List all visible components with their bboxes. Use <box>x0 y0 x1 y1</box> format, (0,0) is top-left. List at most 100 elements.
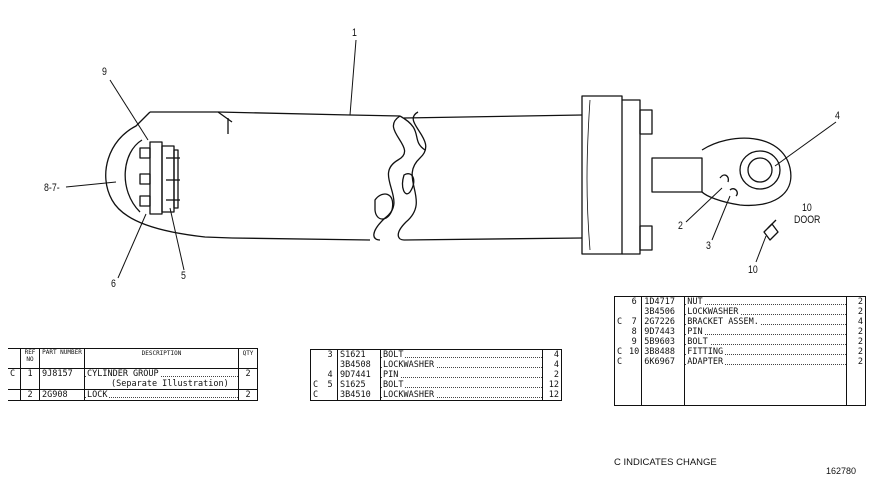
ref-number: 4 <box>323 370 338 380</box>
change-legend: C INDICATES CHANGE <box>614 457 717 468</box>
description: FITTING <box>684 347 847 357</box>
quantity: 2 <box>857 297 863 307</box>
part-number <box>39 379 85 390</box>
description: LOCKWASHER <box>380 390 543 401</box>
description: PIN <box>684 327 847 337</box>
quantity: 12 <box>548 390 559 400</box>
header-part: PART NUMBER <box>39 348 85 369</box>
description: BOLT <box>380 349 543 360</box>
part-number: 5B9603 <box>641 337 686 347</box>
part-number: 3B4506 <box>641 307 686 317</box>
quantity: 2 <box>857 357 863 367</box>
part-number: 9J8157 <box>39 368 85 379</box>
change-mark <box>615 327 628 337</box>
ref-number <box>627 307 643 317</box>
ref-number <box>20 379 40 390</box>
ref-number: 6 <box>627 296 643 307</box>
description: BOLT <box>380 380 543 390</box>
parts-table-left: REF NO PART NUMBER DESCRIPTION QTY C 1 9… <box>8 348 258 401</box>
change-mark <box>615 307 628 317</box>
ref-number: 8 <box>627 327 643 337</box>
quantity: 2 <box>857 347 863 357</box>
ref-number: 3 <box>323 349 338 360</box>
grease-fitting <box>763 219 779 241</box>
piston-rod-eye <box>651 137 792 207</box>
table-row: C 1 9J8157 CYLINDER GROUP 2 <box>8 368 258 379</box>
callout-10: 10 <box>748 264 758 276</box>
ref-number: 10 <box>627 347 643 357</box>
cylinder-drawing <box>65 39 837 279</box>
change-mark <box>615 337 628 347</box>
leader-lines <box>65 39 837 279</box>
change-mark <box>8 379 21 390</box>
table-row: 2 2G908 LOCK 2 <box>8 389 258 401</box>
change-mark: C <box>313 380 319 390</box>
description: NUT <box>684 296 847 307</box>
table-row: 9 5B9603 BOLT 2 <box>615 337 866 347</box>
callout-1: 1 <box>352 27 357 39</box>
part-number: 2G908 <box>39 389 85 401</box>
description: BOLT <box>684 337 847 347</box>
part-number: 3B4510 <box>337 390 381 401</box>
table-row: 4 9D7441 PIN 2 <box>311 370 562 380</box>
description: (Separate Illustration) <box>84 379 239 390</box>
part-number: 6K6967 <box>641 357 686 367</box>
change-mark <box>8 390 21 401</box>
callout-4: 4 <box>835 110 840 122</box>
table-row: 8 9D7443 PIN 2 <box>615 327 866 337</box>
quantity: 4 <box>553 350 559 360</box>
table-row: (Separate Illustration) <box>8 379 258 390</box>
callout-8-7: 8-7- <box>44 182 60 194</box>
callout-9: 9 <box>102 66 107 78</box>
ref-number <box>323 390 338 401</box>
header-desc: DESCRIPTION <box>84 348 239 369</box>
quantity: 2 <box>238 389 258 401</box>
table-row: C 7 2G7226 BRACKET ASSEM. 4 <box>615 317 866 327</box>
callout-6: 6 <box>111 278 116 290</box>
quantity: 2 <box>857 327 863 337</box>
ref-number <box>627 357 643 367</box>
change-mark: C <box>313 390 319 400</box>
change-mark <box>615 297 628 308</box>
head-end-bracket <box>105 111 233 239</box>
ref-number: 7 <box>627 317 643 327</box>
callout-3: 3 <box>706 240 711 252</box>
part-number: 3B8488 <box>641 347 686 357</box>
part-number: 9D7441 <box>337 370 381 380</box>
part-number: 2G7226 <box>641 317 686 327</box>
description: BRACKET ASSEM. <box>684 317 847 327</box>
table-blank-space <box>615 367 866 405</box>
figure-number: 162780 <box>826 466 857 476</box>
ref-number: 1 <box>20 368 40 379</box>
ref-number: 2 <box>20 389 40 401</box>
part-number: S1621 <box>337 349 381 360</box>
change-mark <box>311 360 324 370</box>
table-row: 6 1D4717 NUT 2 <box>615 296 866 308</box>
quantity: 2 <box>857 337 863 347</box>
quantity: 4 <box>857 317 863 327</box>
cylinder-barrel <box>217 111 583 241</box>
quantity: 2 <box>553 370 559 380</box>
change-mark: C <box>617 347 623 357</box>
description: PIN <box>380 370 543 380</box>
description: LOCKWASHER <box>684 307 847 317</box>
header-ref: REF NO <box>20 348 40 369</box>
table-row: C 10 3B8488 FITTING 2 <box>615 347 866 357</box>
part-number: 1D4717 <box>641 296 686 307</box>
door-label-number: 10 <box>802 202 812 214</box>
change-mark: C <box>10 369 16 379</box>
ref-number: 5 <box>323 380 338 390</box>
rod-end-flange <box>581 95 653 255</box>
quantity <box>238 379 258 390</box>
table-row: C 6K6967 ADAPTER 2 <box>615 357 866 367</box>
table-row: 3B4508 LOCKWASHER 4 <box>311 360 562 370</box>
description: LOCKWASHER <box>380 360 543 370</box>
quantity: 12 <box>548 380 559 390</box>
quantity: 2 <box>857 307 863 317</box>
change-mark <box>311 370 324 380</box>
callout-5: 5 <box>181 270 186 282</box>
quantity: 2 <box>238 368 258 379</box>
description: ADAPTER <box>684 357 847 367</box>
table-row: 3 S1621 BOLT 4 <box>311 349 562 360</box>
table-row: 3B4506 LOCKWASHER 2 <box>615 307 866 317</box>
